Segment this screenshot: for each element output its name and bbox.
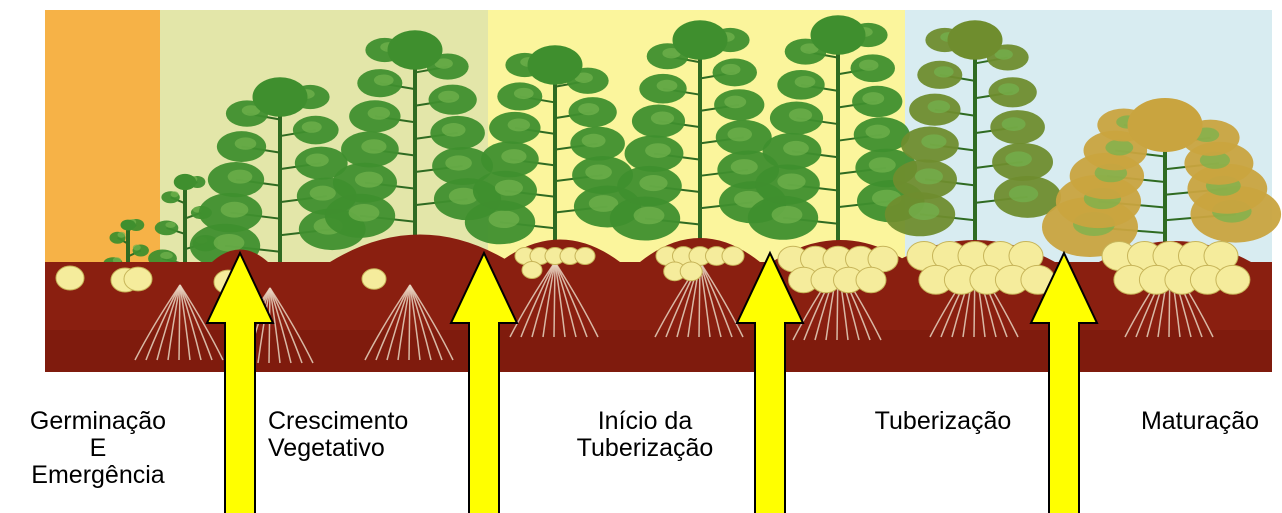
stage-label-maturacao: Maturação <box>1118 408 1282 435</box>
seed-tuber <box>56 266 84 290</box>
stage-label-germinacao: Germinação E Emergência <box>0 408 196 489</box>
stage-label-inicio-tuberizacao: Início da Tuberização <box>555 408 735 462</box>
stage-label-tuberizacao: Tuberização <box>848 408 1038 435</box>
stage-label-crescimento: Crescimento Vegetativo <box>268 408 458 462</box>
